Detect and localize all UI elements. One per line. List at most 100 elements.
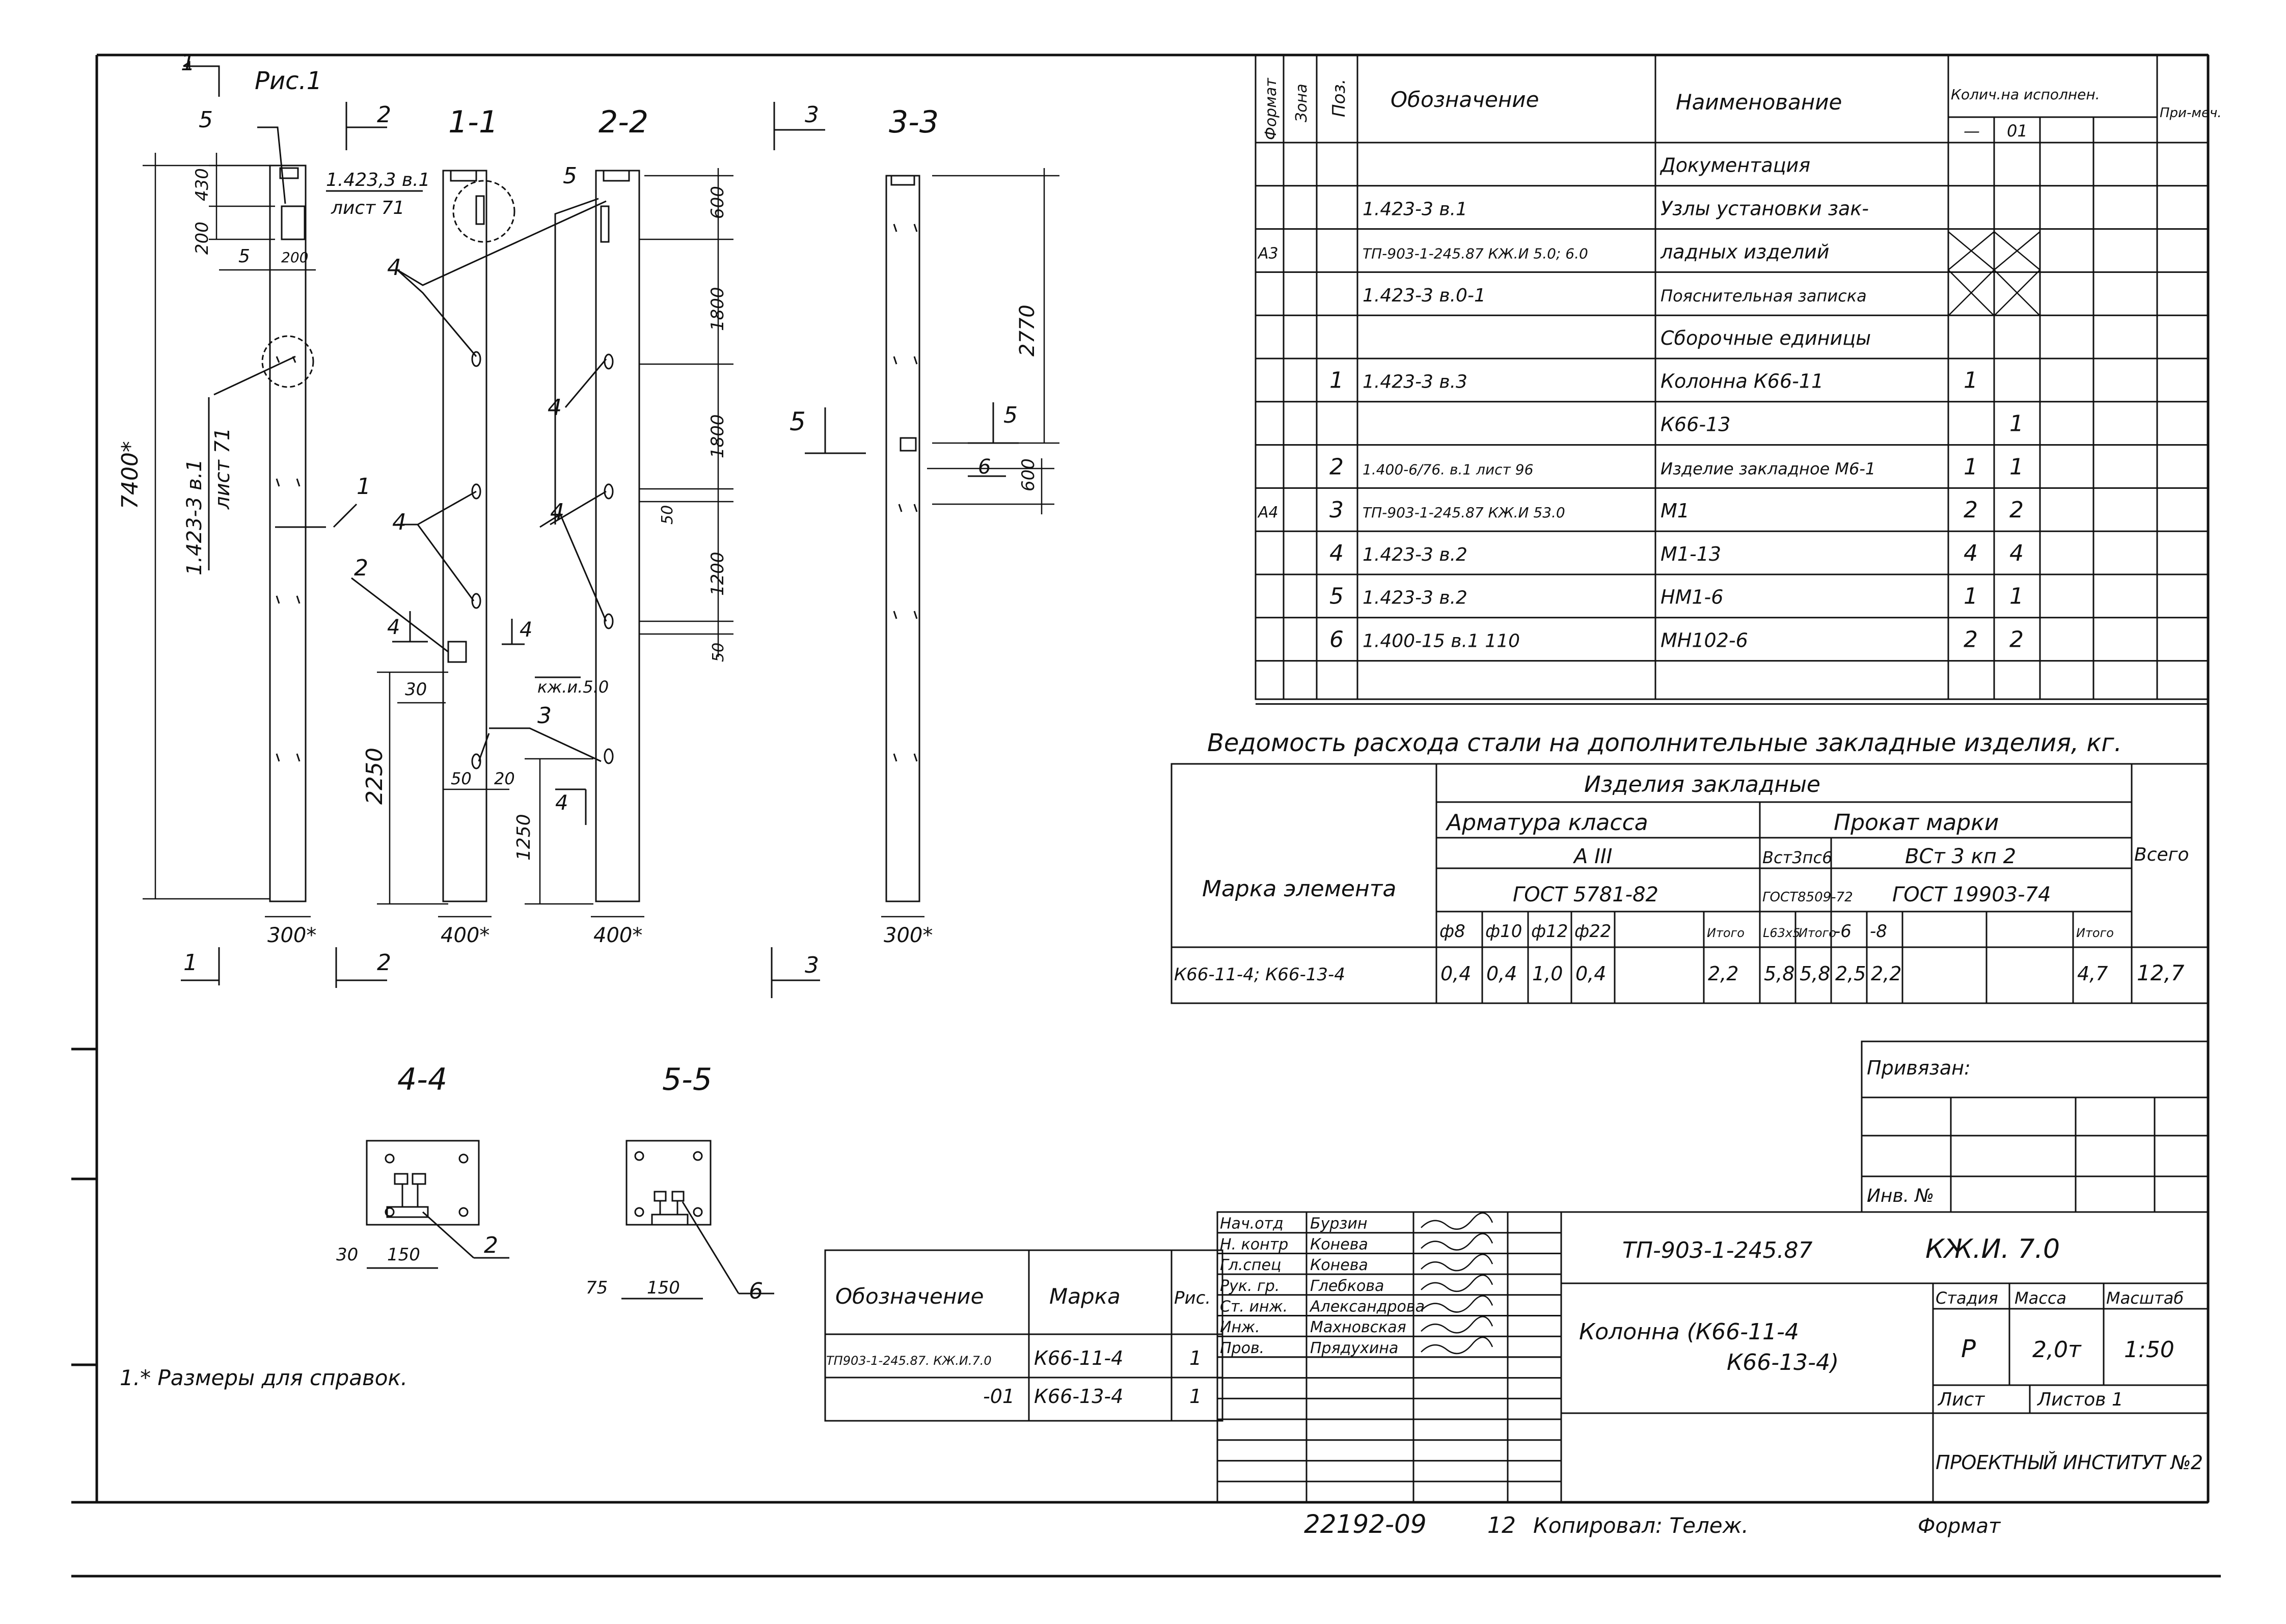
- signer-name: Махновская: [1310, 1318, 1406, 1336]
- footer-num: 12: [1487, 1512, 1516, 1538]
- spec-cell-oboz: 1.400-6/76. в.1 лист 96: [1363, 461, 1533, 478]
- cut-4-c: 4: [555, 791, 568, 815]
- spec-h-zone: Зона: [1293, 84, 1311, 122]
- marks-r1-marka: К66-11-4: [1034, 1347, 1123, 1369]
- dimension-lines: [143, 153, 1059, 918]
- spec-cell-pos: 4: [1329, 540, 1344, 566]
- ref-node-b-sheet: лист 71: [331, 198, 404, 218]
- steel-h-prok: Прокат марки: [1834, 810, 1999, 836]
- marks-r2-marka: К66-13-4: [1034, 1385, 1123, 1408]
- spec-cell-qty-01: 1: [2009, 584, 2024, 610]
- tb-doc-sheet: КЖ.И. 7.0: [1925, 1234, 2060, 1264]
- dim-20: 20: [494, 769, 515, 788]
- spec-cell-qty-base: 4: [1964, 540, 1978, 566]
- spec-h-kol: Колич.на исполнен.: [1951, 86, 2100, 103]
- tb-stage-h: Стадия: [1936, 1288, 1998, 1308]
- marks-r2-ris: 1: [1189, 1385, 1202, 1408]
- dim-200b: 200: [281, 249, 308, 266]
- spec-cell-qty-01: 1: [2009, 454, 2024, 480]
- steel-h-arm: Арматура класса: [1445, 810, 1648, 836]
- signer-name: Конева: [1310, 1235, 1368, 1253]
- dim-7400: 7400*: [117, 441, 143, 509]
- dim-50a: 50: [659, 505, 676, 525]
- privyazan-label: Привязан:: [1867, 1057, 1971, 1079]
- spec-h-oboz: Обозначение: [1391, 87, 1539, 112]
- signer-role: Пров.: [1220, 1339, 1264, 1357]
- section-label-4-4: 4-4: [397, 1062, 447, 1097]
- spec-cell-oboz: ТП-903-1-245.87 КЖ.И 53.0: [1363, 504, 1565, 521]
- tb-sheets-h: Листов 1: [2036, 1389, 2124, 1410]
- steel-cell-value: 5,8: [1764, 962, 1794, 985]
- spec-cell-format: А3: [1257, 244, 1278, 262]
- dim-30: 30: [405, 679, 427, 700]
- footer-copied: Копировал: Тележ.: [1533, 1513, 1749, 1538]
- section-5-5-drawing: [621, 1140, 774, 1300]
- steel-cell-value: 1,0: [1532, 962, 1563, 985]
- width-400a: 400*: [441, 924, 489, 947]
- steel-col-header: Итого: [1799, 926, 1836, 940]
- signature-scribble: [1421, 1274, 1493, 1292]
- dim-1800a: 1800: [707, 287, 728, 331]
- spec-cell-naim: М1: [1661, 500, 1690, 522]
- signer-role: Инж.: [1220, 1318, 1260, 1336]
- dim-2770: 2770: [1016, 305, 1039, 356]
- spec-cell-naim: НМ1-6: [1661, 586, 1723, 609]
- spec-cell-qty-base: 1: [1964, 368, 1978, 394]
- spec-cell-qty-01: 4: [2009, 540, 2024, 566]
- width-300b: 300*: [884, 924, 933, 947]
- callout-4c: 4: [392, 509, 406, 535]
- reference-note: 1.* Размеры для справок.: [120, 1365, 407, 1390]
- cut-4-marks: [392, 611, 587, 825]
- dim-1800b: 1800: [707, 414, 728, 458]
- steel-h-aiii: А III: [1572, 845, 1612, 868]
- signer-name: Прядухина: [1310, 1339, 1398, 1357]
- callout-2: 2: [354, 555, 368, 581]
- dim-2250: 2250: [362, 748, 388, 805]
- sec55-dim-150: 150: [647, 1278, 680, 1298]
- steel-h-izd: Изделия закладные: [1584, 772, 1820, 797]
- spec-cell-naim: ладных изделий: [1660, 240, 1830, 263]
- footer-inv: 22192-09: [1304, 1509, 1427, 1539]
- spec-cell-naim: Документация: [1659, 154, 1810, 177]
- steel-col-header: Итого: [1707, 926, 1745, 940]
- tb-mass: 2,0т: [2032, 1337, 2082, 1363]
- signer-name: Бурзин: [1310, 1215, 1367, 1233]
- steel-cell-value: 0,4: [1440, 962, 1471, 985]
- sec55-callout-6: 6: [749, 1278, 763, 1304]
- steel-col-header: ф22: [1574, 921, 1611, 942]
- spec-h-prim: При-меч.: [2160, 105, 2222, 121]
- marks-r2-oboz: -01: [983, 1385, 1015, 1408]
- footer: 22192-09 12 Копировал: Тележ. Формат: [1304, 1509, 2001, 1539]
- dim-1250: 1250: [513, 814, 534, 861]
- steel-col-header: ф12: [1531, 921, 1568, 942]
- signer-role: Гл.спец: [1220, 1256, 1281, 1274]
- sec55-dim-75: 75: [586, 1278, 608, 1298]
- steel-h-gost3: ГОСТ 19903-74: [1892, 883, 2051, 906]
- signer-role: Рук. гр.: [1220, 1277, 1280, 1295]
- column-section-3-3: [885, 175, 920, 902]
- callout-5: 5: [199, 107, 213, 133]
- callout-4: 4: [387, 255, 401, 281]
- cut-5-b: 5: [1003, 402, 1018, 428]
- cut-mark-label: 3: [805, 102, 819, 128]
- dim-1200: 1200: [707, 552, 728, 596]
- marks-h-ris: Рис.: [1174, 1288, 1211, 1308]
- cut-5-a: 5: [790, 407, 806, 436]
- cut-mark-label: 2: [377, 102, 391, 128]
- signature-scribble: [1421, 1295, 1493, 1313]
- steel-col-header: -8: [1870, 921, 1887, 942]
- marks-h-marka: Марка: [1049, 1284, 1121, 1309]
- signature-scribble: [1421, 1316, 1493, 1334]
- callout-6: 6: [978, 455, 991, 479]
- dim-5: 5: [238, 246, 250, 267]
- spec-cell-qty-01: 1: [2009, 410, 2024, 436]
- callout-3: 3: [537, 703, 552, 729]
- steel-col-header: -6: [1834, 921, 1852, 942]
- steel-cell-value: 2,2: [1871, 962, 1901, 985]
- cut-mark-1-top: [183, 61, 220, 97]
- steel-cell-value: 5,8: [1800, 962, 1830, 985]
- steel-h-vst1: Вст3пс6: [1762, 848, 1832, 867]
- cut-mark-2-top: [345, 102, 387, 150]
- callout-5b: 5: [563, 163, 577, 189]
- marks-h-oboz: Обозначение: [835, 1284, 984, 1309]
